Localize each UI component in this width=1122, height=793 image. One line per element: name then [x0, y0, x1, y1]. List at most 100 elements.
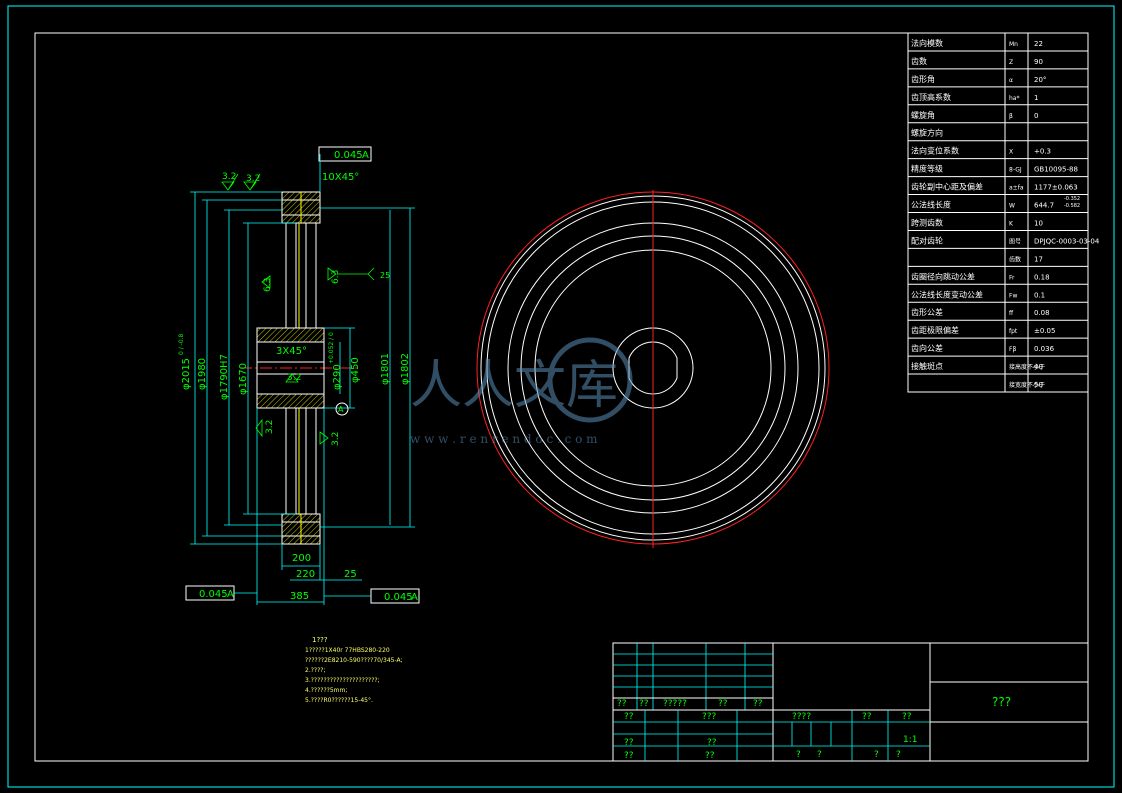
param-value: 90	[1034, 58, 1043, 66]
tb-cell: ???	[702, 712, 717, 722]
tb-cell: ??	[705, 751, 715, 761]
param-value: 0.1	[1034, 291, 1045, 299]
param-name: 齿形角	[911, 74, 935, 84]
datum-left: A	[227, 589, 234, 600]
tb-cell: ?	[796, 750, 801, 760]
tb-cell: ?????	[663, 699, 687, 709]
tb-cell: ?	[896, 750, 901, 760]
roughness-3: 6.3	[263, 278, 273, 292]
note-line: 2.????;	[305, 667, 325, 674]
dim-220: 220	[296, 569, 315, 580]
dim-tip-tolerance: 0 / -0.8	[178, 333, 185, 355]
param-name: 齿圈径向跳动公差	[911, 271, 975, 281]
param-symbol: Fw	[1009, 292, 1017, 299]
param-name: 跨测齿数	[911, 217, 943, 227]
inner-border	[34, 32, 1089, 762]
param-value: 644.7	[1034, 202, 1054, 210]
param-symbol: β	[1009, 113, 1013, 120]
param-name: 齿形公差	[911, 307, 943, 317]
dim-385: 385	[290, 591, 309, 602]
param-name: 齿轮副中心距及偏差	[911, 182, 983, 192]
param-symbol: W	[1009, 203, 1015, 210]
tb-cell: ??	[718, 699, 728, 709]
param-name: 齿向公差	[911, 343, 943, 353]
param-symbol: Fβ	[1009, 346, 1016, 353]
param-symbol: 8-GJ	[1009, 167, 1022, 174]
tb-cell: ??	[617, 699, 627, 709]
param-name: 螺旋角	[911, 110, 935, 120]
param-value: DPJQC-0003-03-04	[1034, 237, 1100, 245]
dim-1790: φ1790H7	[219, 354, 230, 400]
param-value: 1177±0.063	[1034, 184, 1078, 192]
tb-cell: ??	[624, 738, 634, 748]
param-name: 配对齿轮	[911, 235, 943, 245]
w-tolerance-upper: -0.352	[1064, 196, 1080, 202]
dim-290-tolerance: +0.052 / 0	[328, 332, 335, 364]
roughness-7: 3.2	[331, 432, 341, 446]
note-line: 5.????R0??????15-45°.	[305, 697, 373, 704]
w-tolerance-lower: -0.582	[1064, 203, 1080, 209]
note-line: 1?????1X40r 77HBS280-220	[305, 647, 390, 654]
gear-front-view	[476, 190, 830, 548]
param-name: 法向变位系数	[911, 146, 959, 156]
dim-25: 25	[344, 569, 357, 580]
tb-cell: ??	[902, 712, 912, 722]
tb-cell: ????	[792, 712, 811, 722]
roughness-8: 3.2	[287, 373, 301, 383]
tolerance-right: 0.045	[384, 592, 413, 603]
notes-title: 1???	[312, 636, 328, 644]
param-value: 40	[1034, 363, 1043, 371]
bore-keyway	[628, 341, 678, 395]
param-symbol: 接高度不小于	[1009, 363, 1045, 371]
param-name: 螺旋方向	[911, 128, 943, 138]
technical-notes: 1??? 1?????1X40r 77HBS280-220 ??????2E82…	[305, 636, 403, 704]
param-symbol: K	[1009, 220, 1014, 227]
roughness-6: 3.2	[265, 420, 275, 434]
param-value: ±0.05	[1034, 327, 1055, 335]
param-value: 17	[1034, 255, 1043, 263]
param-name: 齿距极限偏差	[911, 325, 959, 335]
param-symbol: 图号	[1009, 238, 1021, 245]
datum-top: A	[362, 150, 369, 161]
dim-450: φ450	[350, 357, 361, 383]
param-name: 齿数	[911, 56, 927, 66]
param-name: 齿顶高系数	[911, 92, 951, 102]
param-value: +0.3	[1034, 148, 1051, 156]
dim-1670: φ1670	[238, 363, 249, 395]
param-symbol: fpt	[1009, 328, 1018, 335]
tb-cell: ??	[624, 751, 634, 761]
tb-cell: ?	[817, 750, 822, 760]
note-line: 4.??????5mm;	[305, 687, 347, 694]
param-symbol: Fr	[1009, 274, 1015, 281]
tolerance-left: 0.045	[199, 589, 228, 600]
tb-cell: ?	[874, 750, 879, 760]
roughness-2: 3.2	[246, 174, 260, 184]
roughness-1: 3.2	[222, 172, 236, 182]
param-name: 公法线长度	[911, 200, 951, 210]
note-line: ??????2E8210-590????70/345-A;	[305, 657, 403, 664]
tb-scale: 1:1	[903, 735, 917, 745]
param-value: 20°	[1034, 76, 1046, 84]
roughness-4: 6.3	[331, 270, 341, 284]
watermark: 人人文库 w w w . r e n r e n d o c . c o m	[410, 337, 633, 446]
chamfer-hub: 3X45°	[276, 346, 307, 357]
tb-cell: ??	[862, 712, 872, 722]
tb-cell: ??	[639, 699, 649, 709]
gear-section-view	[185, 146, 420, 605]
param-value: 0.18	[1034, 273, 1050, 281]
param-symbol: α	[1009, 77, 1013, 84]
param-name: 法向模数	[911, 38, 943, 48]
datum-hub: A	[338, 405, 344, 414]
param-symbol: a±fa	[1009, 185, 1024, 192]
datum-right: A	[411, 592, 418, 603]
param-symbol: Z	[1009, 59, 1013, 66]
dim-290: φ290	[332, 364, 343, 390]
param-symbol: X	[1009, 149, 1013, 156]
param-value: 50	[1034, 381, 1043, 389]
param-symbol: 接宽度不小于	[1009, 381, 1045, 389]
section-dimension-labels: φ2015 0 / -0.8 φ1980 φ1790H7 φ1670 φ1801…	[178, 150, 418, 603]
param-value: 0.036	[1034, 345, 1055, 353]
param-value: 22	[1034, 40, 1043, 48]
param-name: 公法线长度变动公差	[911, 289, 983, 299]
